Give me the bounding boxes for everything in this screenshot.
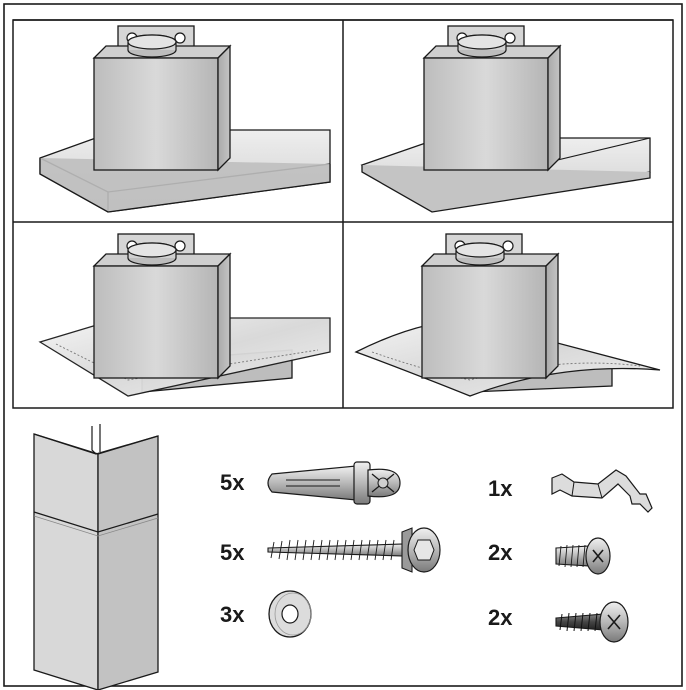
short-screw-icon	[555, 537, 611, 575]
chimney-duct	[33, 424, 159, 690]
qty-wood-screw: 5x	[220, 540, 245, 565]
hood-curved-glass	[354, 233, 661, 397]
qty-bracket: 1x	[488, 476, 513, 501]
hood-pyramid-canopy	[360, 25, 651, 213]
qty-black-screw: 2x	[488, 605, 513, 630]
qty-short-screw: 2x	[488, 540, 513, 565]
hood-flat-canopy	[39, 25, 331, 213]
bracket-icon	[551, 469, 653, 513]
washer-icon	[268, 590, 312, 638]
wood-screw-icon	[267, 527, 441, 573]
black-screw-icon	[555, 601, 629, 643]
hood-flat-glass	[38, 233, 331, 397]
qty-wall-plug: 5x	[220, 470, 245, 495]
qty-washer: 3x	[220, 602, 245, 627]
wall-plug-icon	[267, 461, 401, 505]
